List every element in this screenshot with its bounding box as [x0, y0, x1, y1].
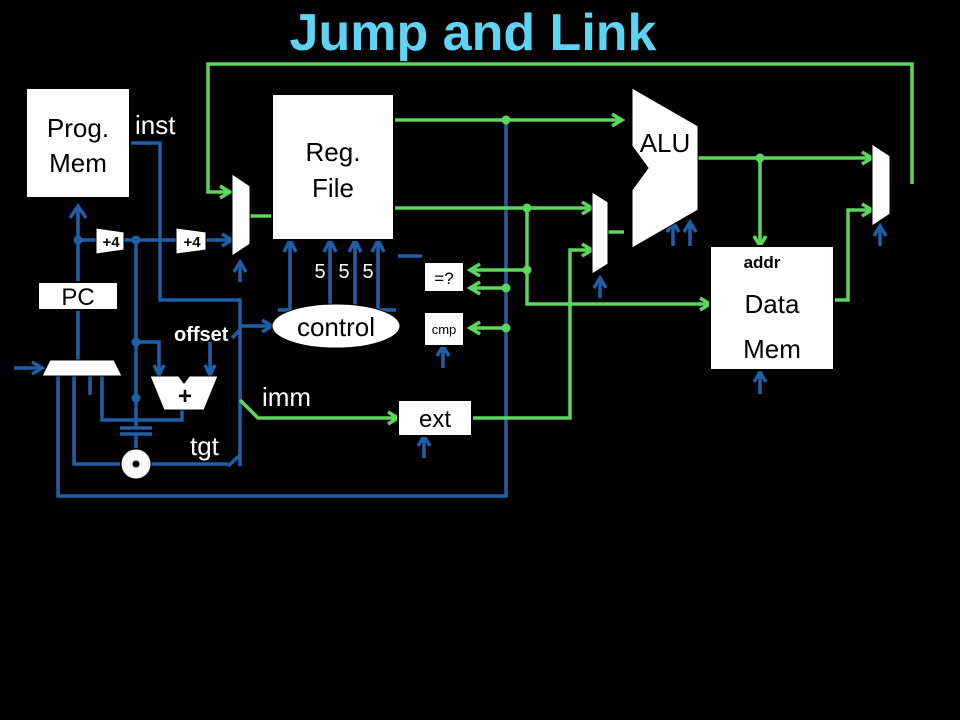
writeback-mux — [871, 143, 891, 227]
data-mem-label-line1: Data — [745, 289, 800, 319]
tgt-label: tgt — [190, 431, 220, 461]
plus4-adder-b — [175, 227, 207, 255]
plus4-label-b: +4 — [183, 234, 201, 251]
cmp-unit — [423, 311, 465, 347]
junction-circle-dot — [132, 460, 140, 468]
green-wires — [206, 62, 914, 426]
cmp-label: cmp — [432, 322, 457, 337]
ext-label: ext — [419, 406, 451, 433]
reg-addr-width-c: 5 — [362, 261, 373, 283]
branch-adder-label: + — [178, 383, 192, 410]
eq-comparator — [423, 261, 465, 293]
alu-block — [631, 87, 699, 249]
reg-addr-width-b: 5 — [338, 261, 349, 283]
ext-unit — [397, 399, 473, 437]
junction-dots — [73, 115, 765, 403]
alu-label: ALU — [640, 128, 691, 158]
addr-label: addr — [744, 253, 781, 272]
control-unit — [271, 303, 401, 349]
reg-file-block — [271, 93, 395, 241]
data-mem-block — [709, 245, 835, 371]
page-title: Jump and Link — [290, 4, 657, 62]
reg-file-label-line2: File — [312, 173, 354, 203]
pc-register — [37, 281, 119, 311]
plus4-label-a: +4 — [102, 234, 120, 251]
reg-file-label-line1: Reg. — [306, 137, 361, 167]
eq-label: =? — [434, 269, 453, 288]
blue-wires — [14, 120, 888, 498]
data-mem-label-line2: Mem — [743, 334, 801, 364]
imm-label: imm — [262, 382, 311, 412]
alu-input-mux — [591, 191, 609, 275]
plus4-adder-a — [95, 227, 125, 255]
reg-addr-width-a: 5 — [314, 261, 325, 283]
reg-file-write-mux — [231, 173, 251, 257]
prog-mem-label-line2: Mem — [49, 148, 107, 178]
offset-label: offset — [174, 324, 229, 346]
control-label: control — [297, 312, 375, 342]
branch-adder-notch — [178, 376, 190, 384]
prog-mem-block — [25, 87, 131, 199]
prog-mem-label-line1: Prog. — [47, 113, 109, 143]
inst-label: inst — [135, 110, 176, 140]
branch-adder — [149, 375, 219, 411]
pc-label: PC — [61, 284, 94, 311]
pc-mux — [41, 359, 123, 377]
